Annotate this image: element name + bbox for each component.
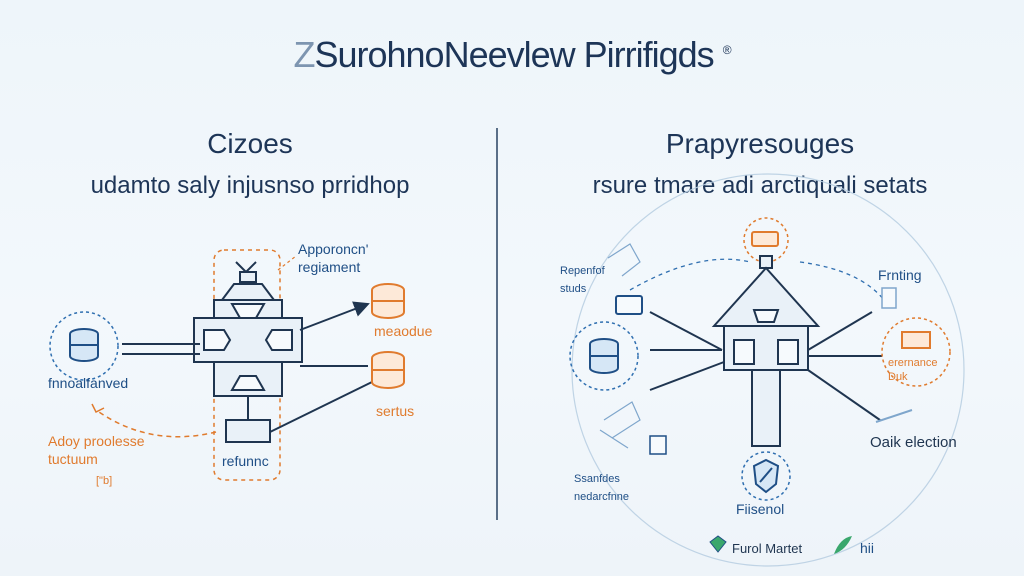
registered-mark: ® (722, 43, 732, 57)
central-machine-icon (193, 261, 303, 443)
leaf-icon (834, 536, 852, 554)
inputs-dashed-circle (49, 311, 119, 381)
central-tower-icon (711, 255, 821, 447)
right-orange-circle (881, 317, 951, 387)
bottom-left-small-icon (649, 435, 667, 455)
brand-logo-icon (709, 535, 727, 553)
right-subtitle: rsure tmare adi arctiquali setats (592, 172, 928, 199)
sources-label: Ssanfdes nedarcfnne (574, 473, 630, 503)
setup-label: sertus (376, 403, 415, 419)
footer-brand-2: hii (860, 540, 875, 556)
title-text: SurohnoNeevlew Pirrifigds (314, 34, 714, 75)
left-subtitle: udamto saly injusnso prridhop (90, 172, 410, 199)
footer-brand: Furol Martet (732, 541, 803, 556)
fronting-label: Frnting (878, 267, 922, 283)
return-label: refunnc (222, 453, 269, 469)
inputs-label: fnnoalfanved (48, 375, 129, 391)
approvement-label: Apporoncn' regiament (298, 241, 369, 275)
maintenance-label: erernance Duk (888, 357, 938, 383)
process-label: Adoy proolesse tuctuum (48, 433, 145, 467)
top-orange-circle (743, 217, 789, 263)
bracket-label: ["b] (96, 475, 113, 487)
section-divider (496, 128, 498, 520)
page-title: ZSurohnoNeevlew Pirrifigds ® (0, 34, 1024, 76)
database-icon (69, 328, 99, 362)
folder-icon (615, 295, 643, 315)
left-heading: Cizoes (207, 128, 293, 159)
shield-dashed-circle (741, 451, 791, 501)
right-db-dashed-circle (569, 321, 639, 391)
title-prefix: Z (293, 34, 315, 75)
monitor-icon (901, 331, 931, 349)
medium-label: meaodue (374, 323, 433, 339)
fronting-small-icon (881, 287, 897, 309)
orange-stack-icon-top (371, 283, 405, 319)
oak-label: Oaik election (870, 434, 957, 451)
fixed-label: Fiisenol (736, 501, 785, 517)
orange-stack-icon-bottom (371, 351, 405, 389)
right-heading: Prapyresouges (665, 128, 855, 159)
right-database-icon (589, 338, 619, 374)
ticket-icon (751, 231, 779, 247)
report-label: Repenfof studs (560, 265, 605, 295)
